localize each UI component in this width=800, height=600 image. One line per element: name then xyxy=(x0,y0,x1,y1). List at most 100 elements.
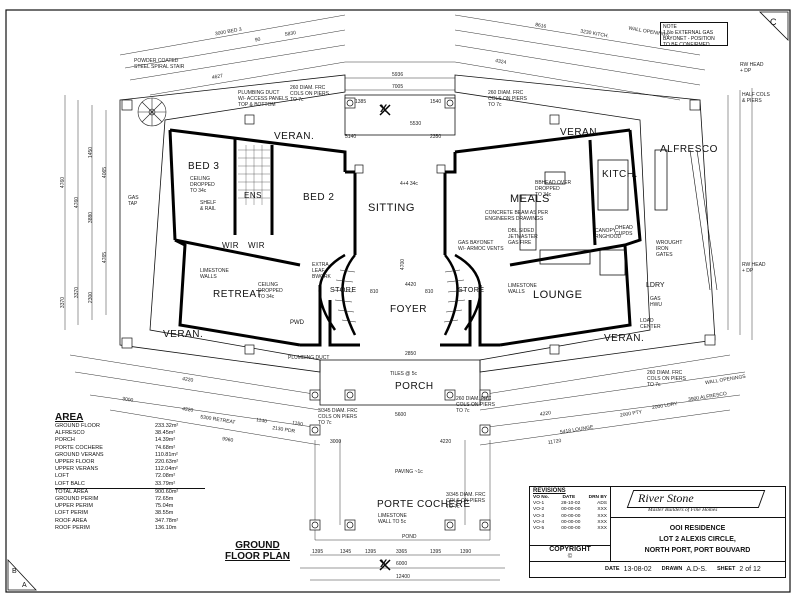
pond-label: POND xyxy=(402,534,417,540)
revisions-cell: 00-00-00 xyxy=(561,526,581,532)
revisions-cell: XXX xyxy=(597,513,607,519)
revisions-header-cell: VO No. xyxy=(533,495,549,500)
dim-label: 4220 xyxy=(440,439,452,445)
dim-label: 6000 xyxy=(396,561,408,567)
room-bed3: BED 3 xyxy=(188,161,220,172)
paving-note: PAVING ~1c xyxy=(395,469,423,475)
area-row-value: 136.10m xyxy=(155,524,177,531)
dim-label: 4065 xyxy=(102,166,109,179)
area-row-value: 75.04m xyxy=(155,503,174,510)
note-line: NOTE xyxy=(663,24,677,30)
half-cols-note: HALF COLS& PIERS xyxy=(742,92,770,104)
area-row-value: 38.55m xyxy=(155,510,174,517)
sheet-label: SHEET xyxy=(717,566,736,572)
revisions-cell: VO-2 xyxy=(533,507,545,513)
corner-letter: A xyxy=(22,582,27,589)
logo-name: River Stone xyxy=(638,491,694,505)
note-line: 1 No EXTERNAL GAS xyxy=(663,30,714,36)
dim-label: 2300 xyxy=(88,291,95,304)
area-row-value: 347.78m² xyxy=(155,517,179,524)
dim-label: 3000 xyxy=(330,439,342,445)
room-veran-nw: VERAN. xyxy=(274,131,315,142)
drawing-meta: DATE 13-08-02 DRAWN A.D-S. SHEET 2 of 12 xyxy=(530,561,785,577)
dim-label: 90 xyxy=(254,36,261,44)
room-bed2: BED 2 xyxy=(303,192,335,203)
note-line: TO BE CONFIRMED xyxy=(663,42,710,48)
revisions-cell: XXX xyxy=(597,526,607,532)
area-row-value: 110.81m² xyxy=(155,451,178,458)
dim-label: 5140 xyxy=(345,134,357,140)
room-ens: ENS xyxy=(244,191,262,200)
dim-label: 4760 xyxy=(74,196,81,209)
revisions-cell: XXX xyxy=(597,507,607,513)
sheet-value: 2 of 12 xyxy=(739,565,761,573)
revisions-cell: VO-1 xyxy=(533,501,545,507)
room-store: STORE xyxy=(458,287,485,294)
room-pwd: PWD xyxy=(290,320,304,326)
room-kitch: KITCH. xyxy=(602,169,638,180)
area-row-value: 900.60m² xyxy=(155,488,179,495)
room-sitting: SITTING xyxy=(368,202,415,214)
area-row-label: ALFRESCO xyxy=(55,430,85,437)
area-row-value: 72.08m² xyxy=(155,473,176,480)
area-row-label: PORCH xyxy=(55,437,75,444)
dim-label: 4760 xyxy=(60,176,67,189)
date-label: DATE xyxy=(605,566,620,572)
dim-label: 1540 xyxy=(430,99,442,105)
revisions-cell: 00-00-00 xyxy=(561,519,581,525)
revisions-cell: XXX xyxy=(597,519,607,525)
room-wir: WIR xyxy=(222,241,240,250)
logo-tagline: Master Builders of Fine Homes xyxy=(648,507,718,513)
area-row-label: GROUND PERIM xyxy=(55,496,99,503)
tiles-note: TILES @ 5c xyxy=(390,371,418,377)
dim-label: 7005 xyxy=(392,84,404,90)
area-row-label: LOFT PERIM xyxy=(55,510,88,517)
rw-head-note: RW HEAD+ DP xyxy=(740,62,764,74)
revisions-header-cell: DATE xyxy=(562,495,576,500)
room-ldry: LDRY xyxy=(646,282,665,289)
dim-label: 5600 xyxy=(395,412,407,418)
dim-label: 4700 xyxy=(400,258,407,271)
area-row-label: TOTAL AREA xyxy=(55,488,89,495)
plan-title: GROUND FLOOR PLAN xyxy=(225,540,290,562)
dim-label: 2350 xyxy=(430,134,442,140)
dim-label: 1450 xyxy=(88,146,95,159)
dim-label: 810 xyxy=(370,289,379,295)
area-row-value: 33.79m² xyxy=(155,480,176,487)
rev-letter: C xyxy=(770,17,777,27)
area-row: TOTAL AREA 900.60m² xyxy=(55,487,205,496)
drawn-label: DRAWN xyxy=(661,566,683,572)
shelf-rail-note: SHELF& RAIL xyxy=(200,200,217,212)
project-line: OOI RESIDENCE xyxy=(669,525,726,532)
dim-label: 3880 xyxy=(88,211,95,224)
area-row-value: 233.32m² xyxy=(155,423,179,429)
area-row-value: 74.68m² xyxy=(155,444,176,451)
dim-label: 1390 xyxy=(460,549,472,555)
